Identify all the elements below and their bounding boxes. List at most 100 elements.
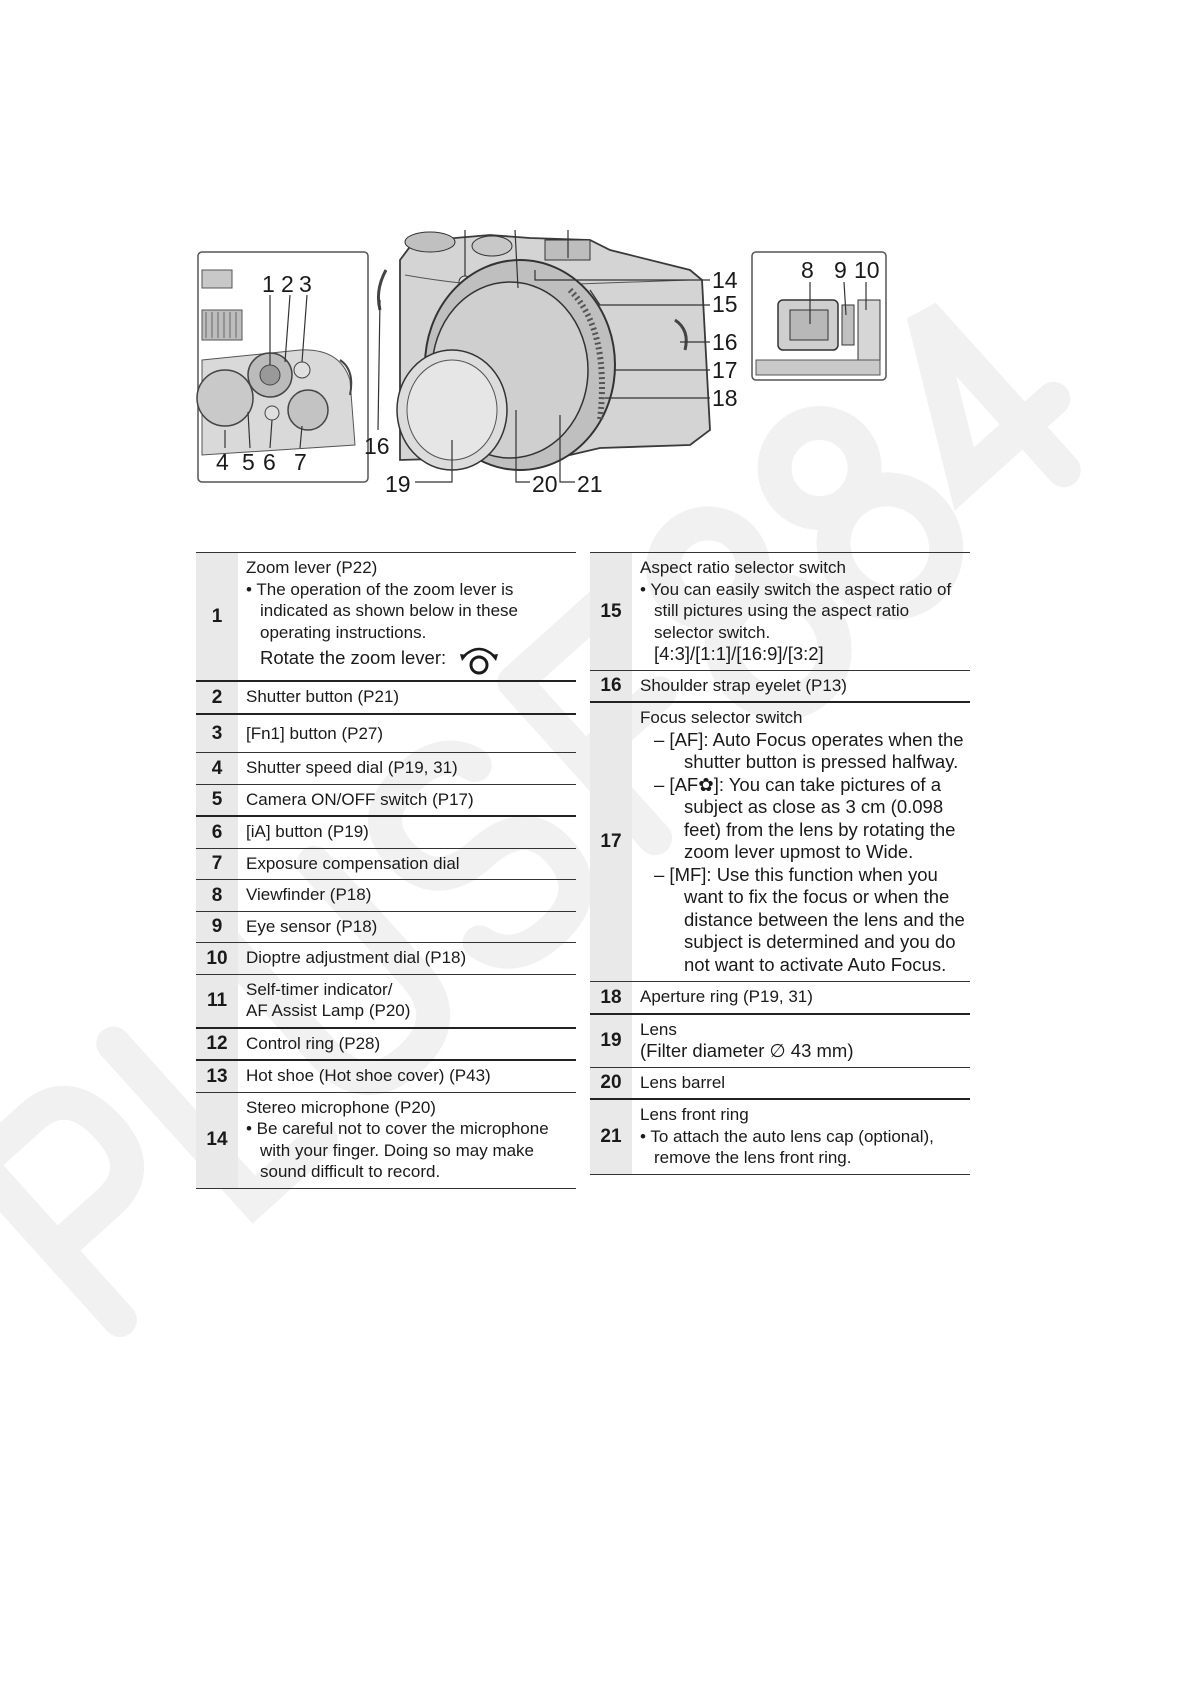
- callout-16b: 16: [364, 433, 390, 459]
- part-title: [Fn1] button (P27): [246, 723, 384, 743]
- part-title: Self-timer indicator/: [246, 979, 393, 999]
- camera-body: 14 15 16 17 18 16 19 20 21: [364, 230, 738, 497]
- table-row: 11 Self-timer indicator/AF Assist Lamp (P…: [196, 974, 576, 1028]
- part-number: 11: [196, 974, 238, 1028]
- part-note-sub: [4:3]/[1:1]/[16:9]/[3:2]: [654, 643, 824, 664]
- part-description: Stereo microphone (P20)• Be careful not …: [238, 1092, 576, 1188]
- part-description: [iA] button (P19): [238, 816, 576, 848]
- top-controls-inset: 1 2 3 4 5 6 7: [196, 251, 369, 483]
- table-row: 10 Dioptre adjustment dial (P18): [196, 942, 576, 974]
- focus-option-af-macro: – [AF✿]: You can take pictures of a subj…: [654, 773, 956, 863]
- part-note: • You can easily switch the aspect ratio…: [640, 579, 952, 642]
- part-note: • The operation of the zoom lever is ind…: [246, 579, 518, 642]
- callout-20: 20: [532, 471, 558, 497]
- table-row: 6 [iA] button (P19): [196, 816, 576, 848]
- part-title: Control ring (P28): [246, 1033, 381, 1053]
- part-number: 13: [196, 1060, 238, 1092]
- callout-16: 16: [712, 329, 738, 355]
- callout-15: 15: [712, 291, 738, 317]
- callout-14: 14: [712, 267, 738, 293]
- callout-5: 5: [242, 449, 255, 475]
- part-number: 15: [590, 552, 632, 670]
- part-description: Control ring (P28): [238, 1028, 576, 1061]
- table-row: 9 Eye sensor (P18): [196, 911, 576, 943]
- part-title: Shoulder strap eyelet (P13): [640, 675, 847, 695]
- part-description: Zoom lever (P22) • The operation of the …: [238, 553, 576, 682]
- part-title: Eye sensor (P18): [246, 916, 378, 936]
- callout-10: 10: [854, 257, 880, 283]
- part-number: 1: [196, 552, 238, 681]
- part-description: Viewfinder (P18): [238, 880, 576, 912]
- part-title: Zoom lever (P22): [246, 558, 378, 577]
- part-title-line2: AF Assist Lamp (P20): [246, 1001, 411, 1020]
- callout-7: 7: [294, 449, 307, 475]
- table-row: 16 Shoulder strap eyelet (P13): [590, 670, 970, 702]
- part-number: 20: [590, 1067, 632, 1099]
- parts-table-left: 1 Zoom lever (P22) • The operation of th…: [196, 552, 576, 1189]
- part-title: Aspect ratio selector switch: [640, 558, 846, 577]
- part-description: Aperture ring (P19, 31): [632, 982, 970, 1014]
- part-number: 8: [196, 879, 238, 911]
- part-number: 14: [196, 1092, 238, 1188]
- part-description: Shutter speed dial (P19, 31): [238, 753, 576, 785]
- rotate-zoom-text: Rotate the zoom lever:: [260, 646, 447, 668]
- part-note: • To attach the auto lens cap (optional)…: [640, 1126, 934, 1168]
- part-number: 21: [590, 1099, 632, 1174]
- part-number: 5: [196, 784, 238, 816]
- callout-21: 21: [577, 471, 603, 497]
- part-number: 16: [590, 670, 632, 702]
- table-row: 8 Viewfinder (P18): [196, 879, 576, 912]
- focus-option-mf: – [MF]: Use this function when you want …: [654, 863, 965, 975]
- part-title: Viewfinder (P18): [246, 885, 372, 904]
- part-description: Shoulder strap eyelet (P13): [632, 670, 970, 702]
- callout-19: 19: [385, 471, 411, 497]
- parts-table-right: 15 Aspect ratio selector switch • You can …: [590, 552, 970, 1175]
- part-title: Dioptre adjustment dial (P18): [246, 948, 467, 967]
- callout-18: 18: [712, 385, 738, 411]
- part-title: Shutter speed dial (P19, 31): [246, 758, 458, 777]
- callout-8: 8: [801, 257, 814, 283]
- table-row: 1 Zoom lever (P22) • The operation of th…: [196, 552, 576, 682]
- callout-9: 9: [834, 257, 847, 283]
- part-title: Lens: [640, 1019, 677, 1039]
- part-title: [iA] button (P19): [246, 822, 369, 841]
- part-description: Hot shoe (Hot shoe cover) (P43): [238, 1060, 576, 1092]
- callout-4: 4: [216, 449, 229, 475]
- callout-3: 3: [299, 271, 312, 297]
- part-title: Camera ON/OFF switch (P17): [246, 789, 474, 809]
- part-title: Stereo microphone (P20): [246, 1097, 436, 1117]
- part-description: Focus selector switch– [AF]: Auto Focus …: [632, 702, 970, 982]
- table-row: 4 Shutter speed dial (P19, 31): [196, 752, 576, 785]
- callout-2: 2: [281, 271, 294, 297]
- part-description: Aspect ratio selector switch • You can ea…: [632, 553, 970, 671]
- part-number: 7: [196, 848, 238, 880]
- part-title: Shutter button (P21): [246, 687, 400, 706]
- part-description: Shutter button (P21): [238, 681, 576, 714]
- viewfinder-inset: 8 9 10: [751, 251, 887, 381]
- part-title: Aperture ring (P19, 31): [640, 987, 813, 1006]
- part-number: 6: [196, 816, 238, 848]
- part-number: 12: [196, 1027, 238, 1060]
- part-title: Lens barrel: [640, 1072, 726, 1092]
- part-description: Lens front ring• To attach the auto lens…: [632, 1099, 970, 1174]
- part-description: Lens(Filter diameter ∅ 43 mm): [632, 1014, 970, 1068]
- part-description: Exposure compensation dial: [238, 848, 576, 880]
- callout-17: 17: [712, 357, 738, 383]
- callout-6: 6: [263, 449, 276, 475]
- table-row: 5 Camera ON/OFF switch (P17): [196, 784, 576, 816]
- part-number: 9: [196, 911, 238, 943]
- table-row: 12 Control ring (P28): [196, 1027, 576, 1061]
- part-description: Lens barrel: [632, 1067, 970, 1099]
- callout-1: 1: [262, 271, 275, 297]
- table-row: 20 Lens barrel: [590, 1067, 970, 1099]
- part-number: 4: [196, 752, 238, 784]
- part-number: 10: [196, 942, 238, 974]
